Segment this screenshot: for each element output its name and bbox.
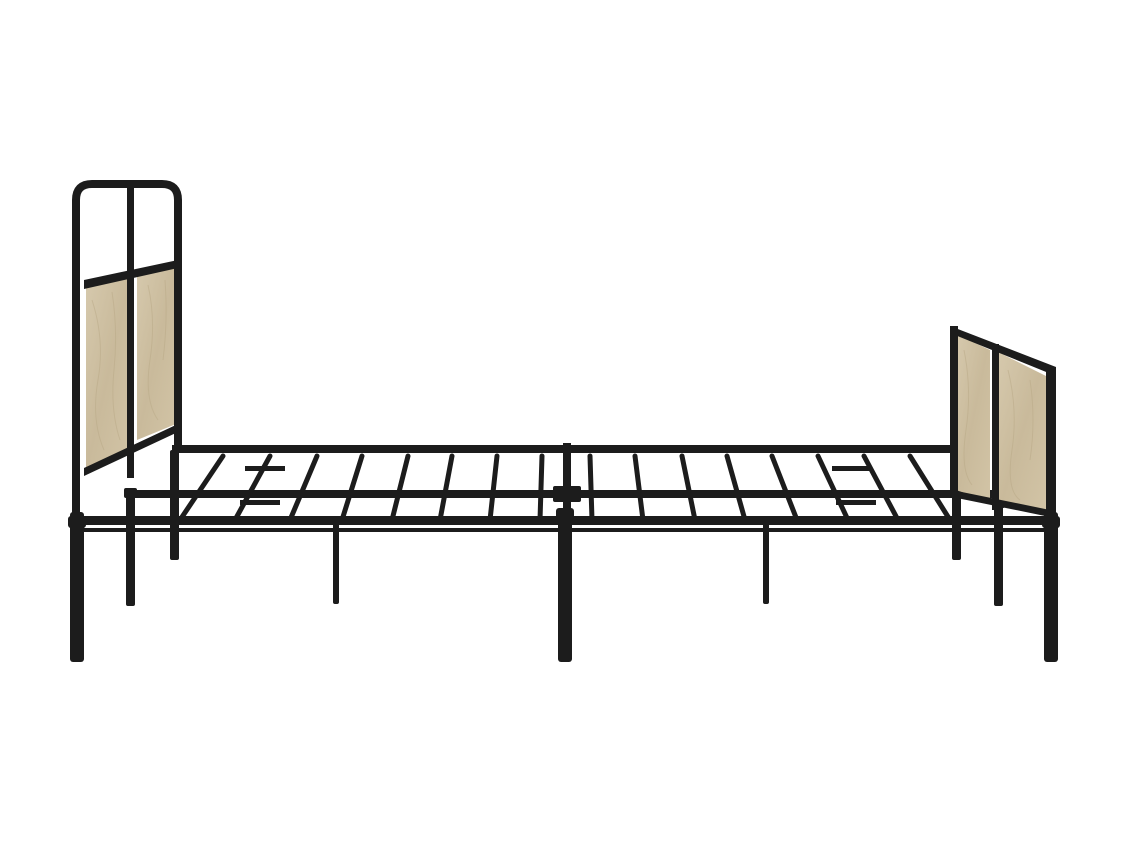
footboard <box>950 326 1056 517</box>
headboard <box>72 180 182 660</box>
footboard-panel-right <box>998 352 1046 512</box>
slats <box>177 453 953 523</box>
back-legs <box>126 450 1003 606</box>
slat-connectors <box>240 466 876 505</box>
headboard-panel-left <box>86 277 130 470</box>
headboard-panel-right <box>137 266 176 440</box>
center-support <box>553 443 581 513</box>
front-legs <box>68 488 1060 662</box>
footboard-panel-left <box>956 334 990 502</box>
